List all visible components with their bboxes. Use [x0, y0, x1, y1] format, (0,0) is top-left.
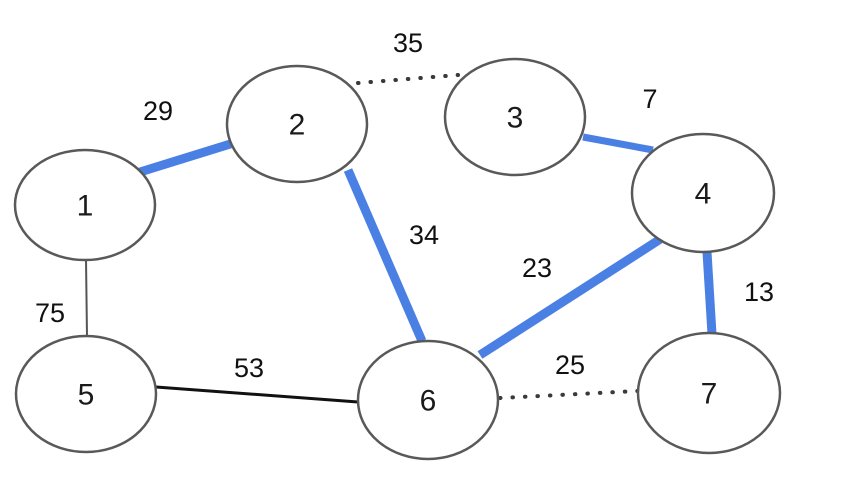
graph-edge-1-2[interactable]: [138, 136, 242, 177]
graph-node-4[interactable]: 4: [630, 132, 776, 254]
graph-edge-4-7[interactable]: [702, 251, 717, 335]
graph-node-6[interactable]: 6: [356, 339, 500, 461]
node-ellipse-1[interactable]: [13, 148, 157, 262]
edge-weight-6-7: 25: [555, 350, 585, 380]
node-ellipse-2[interactable]: [225, 64, 369, 184]
graph-edge-2-6[interactable]: [343, 168, 427, 343]
node-label-1: 1: [77, 190, 94, 223]
edge-weight-1-2: 29: [143, 96, 173, 126]
node-label-4: 4: [695, 178, 712, 211]
edge-weight-4-6: 23: [522, 253, 552, 283]
edge-weight-2-6: 34: [409, 220, 439, 250]
edge-weight-2-3: 35: [393, 28, 423, 58]
graph-node-5[interactable]: 5: [14, 334, 158, 454]
node-label-3: 3: [507, 102, 524, 135]
graph-edge-6-7[interactable]: [498, 389, 640, 400]
graph-node-3[interactable]: 3: [443, 57, 587, 177]
graph-node-1[interactable]: 1: [13, 148, 157, 262]
graph-node-7[interactable]: 7: [636, 331, 782, 455]
node-ellipse-7[interactable]: [636, 331, 782, 455]
graph-edge-1-5[interactable]: [85, 258, 88, 338]
edge-weight-5-6: 53: [234, 353, 264, 383]
node-label-6: 6: [420, 385, 437, 418]
edge-weight-1-5: 75: [35, 298, 65, 328]
node-label-7: 7: [701, 378, 718, 411]
graph-node-2[interactable]: 2: [225, 64, 369, 184]
edge-weight-4-7: 13: [744, 277, 774, 307]
graph-edge-2-3[interactable]: [356, 73, 460, 85]
node-ellipse-3[interactable]: [443, 57, 587, 177]
graph-edge-3-4[interactable]: [582, 133, 654, 154]
node-label-5: 5: [78, 379, 95, 412]
graph-edge-4-6[interactable]: [477, 234, 665, 359]
node-ellipse-5[interactable]: [14, 334, 158, 454]
graph-edge-5-6[interactable]: [155, 385, 359, 404]
node-label-2: 2: [289, 109, 306, 142]
node-ellipse-6[interactable]: [356, 339, 500, 461]
node-ellipse-4[interactable]: [630, 132, 776, 254]
edges-layer: [85, 73, 717, 404]
edge-weight-3-4: 7: [642, 84, 657, 114]
